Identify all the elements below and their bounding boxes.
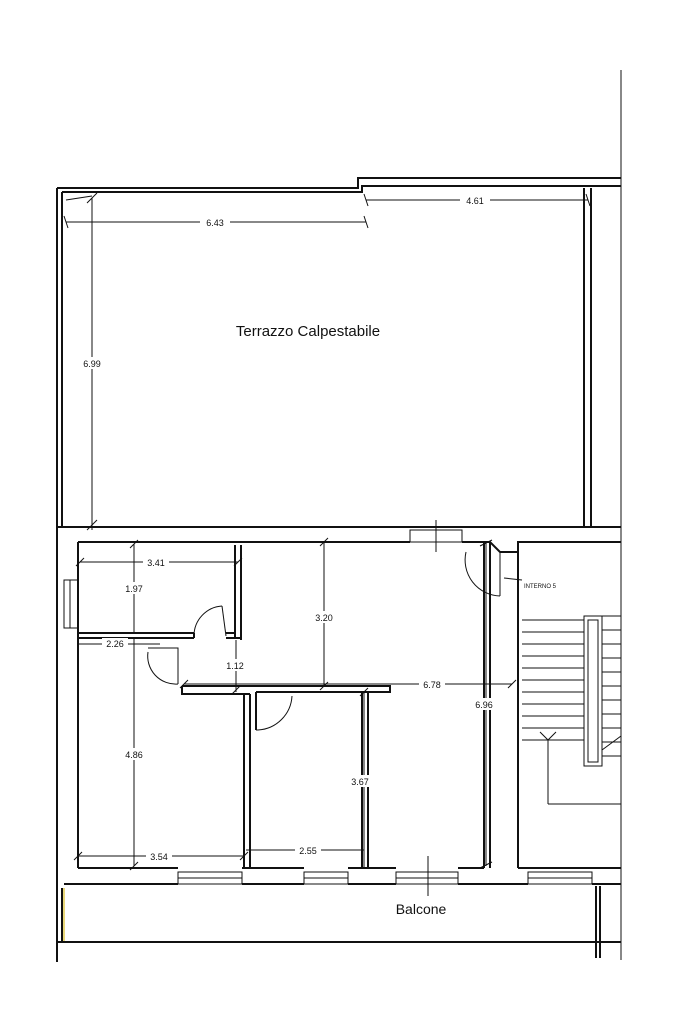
dim-354: 3.54 xyxy=(150,852,168,862)
dim-341: 3.41 xyxy=(147,558,165,568)
terrace-dimension-lines xyxy=(63,192,591,531)
dim-696: 6.96 xyxy=(475,700,493,710)
dim-367: 3.67 xyxy=(351,777,369,787)
dim-699: 6.99 xyxy=(83,359,101,369)
dim-678: 6.78 xyxy=(423,680,441,690)
dim-255: 2.55 xyxy=(299,846,317,856)
dim-226: 2.26 xyxy=(106,639,124,649)
dim-320: 3.20 xyxy=(315,613,333,623)
dim-461: 4.61 xyxy=(466,196,484,206)
apartment-walls xyxy=(57,520,621,885)
dim-486: 4.86 xyxy=(125,750,143,760)
stairwell xyxy=(503,577,622,805)
terrace-label: Terrazzo Calpestabile xyxy=(236,323,380,340)
dim-197: 1.97 xyxy=(125,584,143,594)
unit-label: INTERNO 5 xyxy=(524,584,557,590)
balcony-area xyxy=(57,886,621,958)
dim-112: 1.12 xyxy=(226,661,244,671)
balcony-label: Balcone xyxy=(396,901,447,917)
dim-643: 6.43 xyxy=(206,218,224,228)
terrace-area xyxy=(56,177,621,962)
